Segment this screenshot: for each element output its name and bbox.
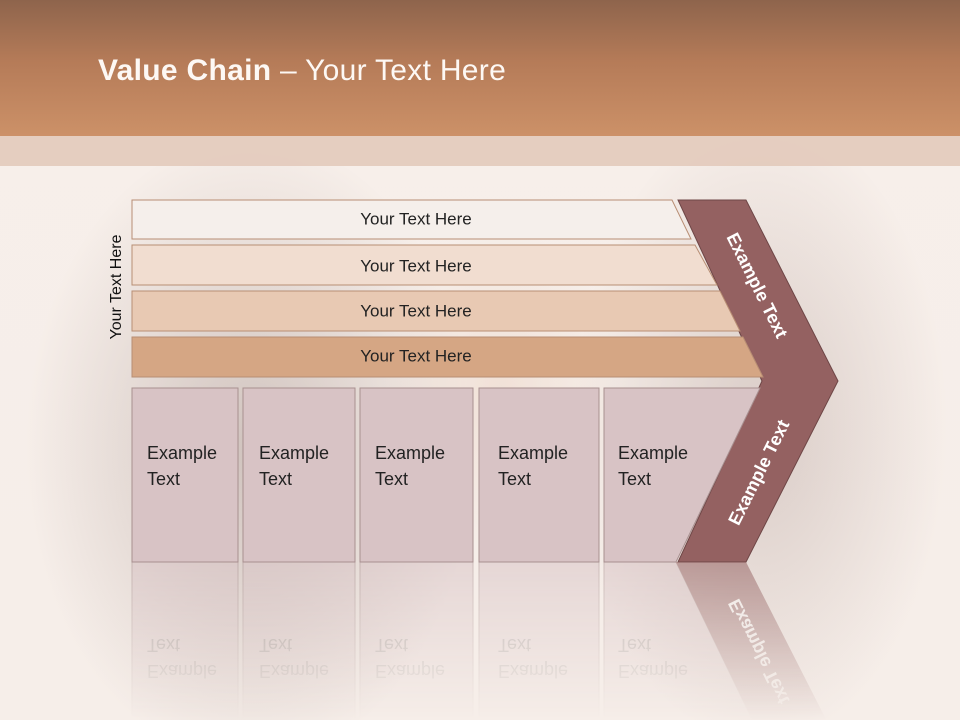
reflection-text: Example [618, 661, 688, 681]
cell-line2: Text [375, 469, 408, 489]
reflection-text: Example [498, 661, 568, 681]
reflection-text: Text [147, 635, 180, 655]
bar-label: Your Text Here [360, 301, 472, 320]
cell-line2: Text [147, 469, 180, 489]
cell-line1: Example [147, 443, 217, 463]
header-strip [0, 136, 960, 166]
cell-item[interactable]: Example Text [242, 387, 356, 563]
title-bold: Value Chain [98, 54, 272, 87]
bar-shape [131, 290, 741, 332]
support-activities: Your Text Here Your Text Here Your Text … [131, 199, 764, 378]
bar-item[interactable]: Your Text Here [131, 244, 718, 286]
cell-line1: Example [375, 443, 445, 463]
reflection-text: Example [375, 661, 445, 681]
bar-item[interactable]: Your Text Here [131, 199, 692, 240]
title-rest: – Your Text Here [271, 54, 507, 87]
bar-item[interactable]: Your Text Here [131, 290, 741, 332]
cell-item[interactable]: Example Text [131, 387, 239, 563]
cell-shape [359, 387, 474, 563]
cell-line2: Text [618, 469, 651, 489]
cell-shape [242, 387, 356, 563]
bar-shape [131, 244, 718, 286]
reflection-text: Text [375, 635, 408, 655]
header-band [0, 0, 960, 136]
cell-line2: Text [259, 469, 292, 489]
cell-line1: Example [618, 443, 688, 463]
bar-label: Your Text Here [360, 346, 472, 365]
reflection-text: Example [147, 661, 217, 681]
primary-activities: Example Text Example Text Example Text E… [131, 387, 761, 563]
reflection-text: Text [498, 635, 531, 655]
cell-item[interactable]: Example Text [478, 387, 600, 563]
page-title: Value Chain – Your Text Here [98, 54, 506, 88]
bar-item[interactable]: Your Text Here [131, 336, 764, 378]
reflection-text: Text [618, 635, 651, 655]
cell-line2: Text [498, 469, 531, 489]
bar-label: Your Text Here [360, 256, 472, 275]
bar-shape [131, 199, 692, 240]
cell-item[interactable]: Example Text [603, 387, 761, 563]
cell-item[interactable]: Example Text [359, 387, 474, 563]
cell-line1: Example [498, 443, 568, 463]
cell-line1: Example [259, 443, 329, 463]
cell-shape [478, 387, 600, 563]
bar-shape [131, 336, 764, 378]
reflection-text: Text [259, 635, 292, 655]
bar-label: Your Text Here [360, 209, 472, 228]
reflection: Example Text Example Text Example Text E… [131, 561, 827, 720]
reflection-text: Example [259, 661, 329, 681]
